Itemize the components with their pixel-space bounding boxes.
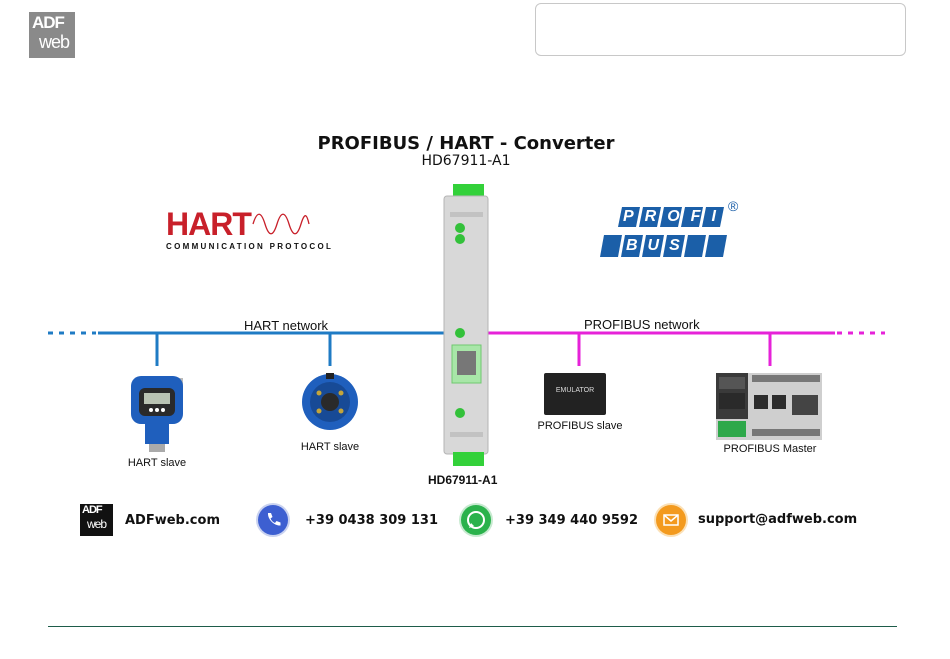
converter-label: HD67911-A1 (428, 473, 497, 487)
phone-link[interactable]: +39 0438 309 131 (305, 513, 438, 528)
profibus-network-line (488, 333, 885, 366)
profibus-master-label: PROFIBUS Master (715, 443, 825, 455)
email-icon (656, 505, 686, 535)
hart-slave-1-device (125, 374, 189, 454)
hart-network-line (48, 333, 445, 366)
whatsapp-icon (461, 505, 491, 535)
hart-slave-1-label: HART slave (117, 457, 197, 469)
profibus-slave-screen: EMULATOR (548, 387, 602, 394)
profibus-slave-label: PROFIBUS slave (535, 420, 625, 432)
small-logo-line1: ADF (82, 504, 102, 516)
hart-slave-2-label: HART slave (290, 441, 370, 453)
converter-device-graphic (443, 184, 489, 466)
hart-network-label: HART network (244, 318, 328, 333)
whatsapp-link[interactable]: +39 349 440 9592 (505, 513, 638, 528)
profibus-network-label: PROFIBUS network (584, 317, 700, 332)
email-link[interactable]: support@adfweb.com (698, 512, 857, 527)
profibus-slave-device: EMULATOR (544, 373, 606, 415)
hart-slave-2-device (299, 373, 361, 433)
hart-positioner-icon (299, 373, 361, 433)
profibus-master-device (716, 373, 822, 440)
small-logo-line2: web (87, 517, 106, 531)
plc-icon (716, 373, 822, 440)
adfweb-small-logo: ADF web (80, 504, 113, 536)
converter-device (443, 184, 489, 466)
footer-divider (48, 626, 897, 627)
hart-transmitter-icon (125, 374, 189, 454)
phone-icon (258, 505, 288, 535)
website-link[interactable]: ADFweb.com (125, 513, 220, 528)
